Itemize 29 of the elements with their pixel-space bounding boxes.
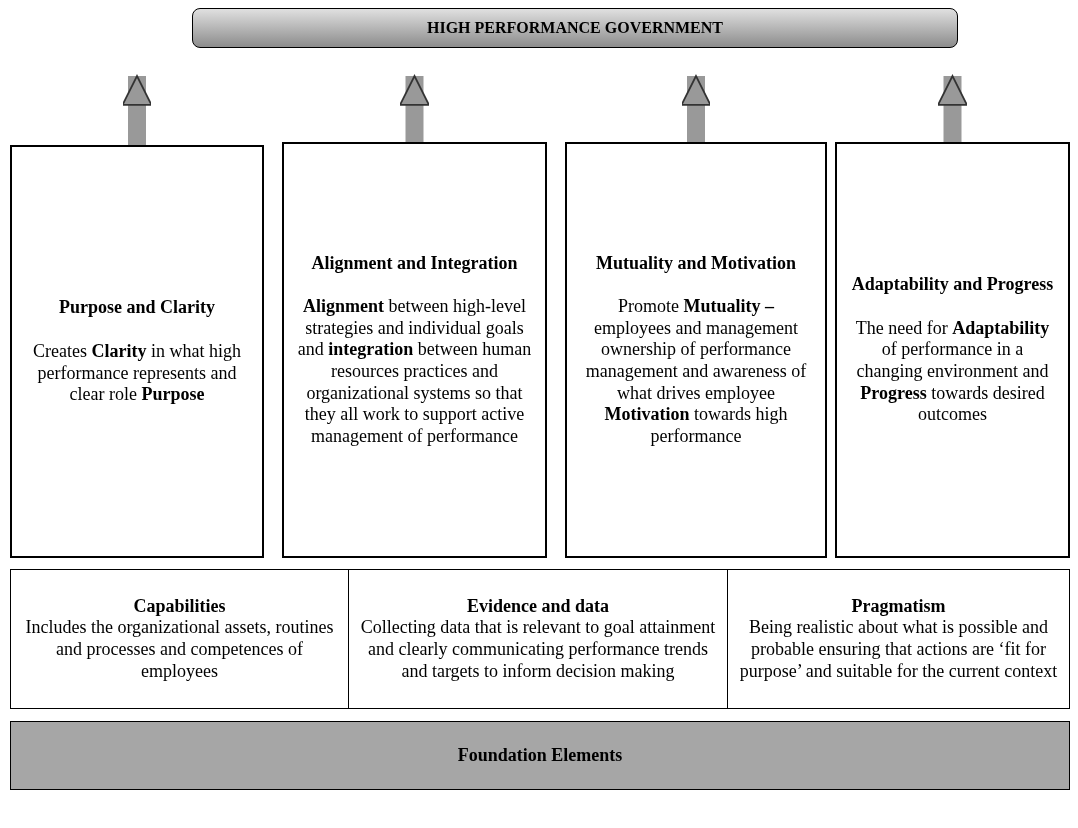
foundation-box — [10, 569, 349, 709]
heading: Mutuality and Motivation — [596, 252, 796, 275]
foundation-banner — [10, 721, 1070, 790]
block-arrow — [937, 75, 968, 142]
pillar-box — [565, 142, 827, 558]
pillar-box — [10, 145, 264, 558]
title-banner — [192, 8, 958, 48]
description: Collecting data that is relevant to goal attainment and clearly communicating performance trends and targets to inform decision making — [359, 617, 717, 683]
block-arrow — [399, 75, 430, 142]
pillar-box — [282, 142, 547, 558]
heading: Pragmatism — [851, 595, 946, 618]
heading: Evidence and data — [467, 595, 609, 618]
banner-title: HIGH PERFORMANCE GOVERNMENT — [427, 18, 723, 38]
heading: Adaptability and Progress — [851, 274, 1054, 296]
block-arrow — [680, 75, 712, 142]
description: The need for Adaptability of performance in a changing environment and Progress towards desired outcomes — [854, 317, 1051, 426]
pillar-box — [835, 142, 1070, 558]
heading: Capabilities — [133, 595, 226, 618]
foundation-box — [348, 569, 728, 709]
description: Creates Clarity in what high performance represents and clear role Purpose — [32, 340, 242, 406]
heading: Alignment and Integration — [311, 252, 518, 275]
description: Includes the organizational assets, routines and processes and competences of employees — [24, 617, 335, 683]
description: Being realistic about what is possible and probable ensuring that actions are ‘fit for purpose’ and suitable for the current context — [738, 617, 1059, 683]
description: Promote Mutuality – employees and management ownership of performance management and awareness of what drives employee Motivation towards high performance — [584, 296, 808, 448]
foundation-box — [727, 569, 1070, 709]
heading: Purpose and Clarity — [59, 297, 215, 319]
description: Alignment between high-level strategies and individual goals and integration between human resources practices and organizational systems so that they all work to support active management of performance — [296, 296, 533, 448]
block-arrow — [121, 75, 153, 145]
banner-title: Foundation Elements — [457, 744, 623, 767]
